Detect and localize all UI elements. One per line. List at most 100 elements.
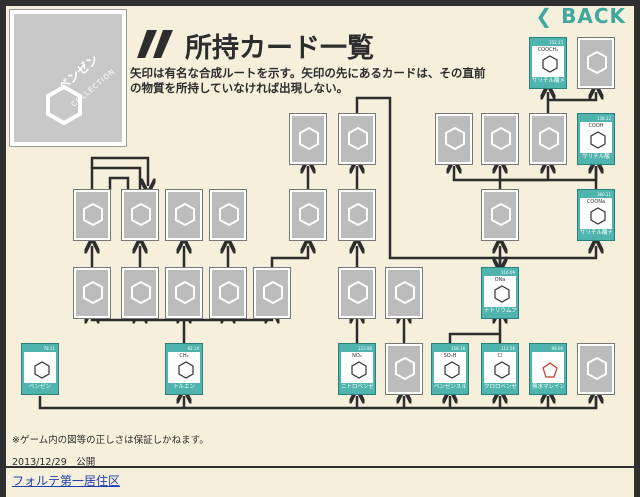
card-number: 152.15 xyxy=(549,40,563,45)
top-border xyxy=(0,0,640,6)
locked-benzene-icon xyxy=(131,280,151,305)
card-sodium-salicylate[interactable]: 160.11 COONa サリチル酸ナトリウム xyxy=(578,190,614,240)
card-methyl-salicylate[interactable]: 152.15 COOCH₃ サリチル酸メチル xyxy=(530,38,566,88)
locked-benzene-icon xyxy=(587,356,607,381)
card-benzenesulfonic[interactable]: 158.18 SO₃H ベンゼンスルホン酸 xyxy=(432,344,468,394)
card-formula: COONa xyxy=(586,199,606,205)
locked-benzene-icon xyxy=(348,202,368,227)
card-number: 123.06 xyxy=(358,346,372,351)
card-header: 78.11 xyxy=(24,346,56,352)
card-number: 138.12 xyxy=(597,116,611,121)
locked-card[interactable] xyxy=(386,268,422,318)
locked-benzene-icon xyxy=(395,280,415,305)
card-salicylic-acid[interactable]: 138.12 COOH サリチル酸 xyxy=(578,114,614,164)
locked-card[interactable] xyxy=(482,114,518,164)
locked-card[interactable] xyxy=(578,38,614,88)
card-formula: ONa xyxy=(494,277,506,283)
locked-card[interactable] xyxy=(166,190,202,240)
locked-card[interactable] xyxy=(339,114,375,164)
card-number: 160.11 xyxy=(597,192,611,197)
card-nitrobenzene[interactable]: 123.06 NO₂ ニトロベンゼン xyxy=(339,344,375,394)
locked-card[interactable] xyxy=(339,190,375,240)
locked-card[interactable] xyxy=(122,190,158,240)
card-name: ニトロベンゼン xyxy=(341,383,373,392)
locked-benzene-icon xyxy=(348,126,368,151)
left-border xyxy=(0,0,6,497)
card-benzene[interactable]: 78.11 ベンゼン xyxy=(22,344,58,394)
locked-benzene-icon xyxy=(395,356,415,381)
card-number: 116.09 xyxy=(501,270,515,275)
locked-benzene-icon xyxy=(348,280,368,305)
card-chlorobenzene[interactable]: 112.56 Cl クロロベンゼン xyxy=(482,344,518,394)
title-stripes-icon xyxy=(137,30,173,58)
disclaimer-note: ※ゲーム内の図等の正しさは保証しかねます。 xyxy=(12,435,209,446)
benzene-logo-icon xyxy=(46,84,82,126)
locked-card[interactable] xyxy=(210,268,246,318)
forte-link[interactable]: フォルテ第一居住区 xyxy=(12,474,121,488)
benzene-ring-icon xyxy=(444,361,460,379)
back-button[interactable]: ❮ BACK xyxy=(535,4,626,28)
locked-benzene-icon xyxy=(445,126,465,151)
locked-card[interactable] xyxy=(290,190,326,240)
locked-card[interactable] xyxy=(578,344,614,394)
locked-benzene-icon xyxy=(587,50,607,75)
locked-card[interactable] xyxy=(436,114,472,164)
right-border xyxy=(634,0,640,497)
card-number: 92.14 xyxy=(187,346,199,351)
benzene-ring-icon xyxy=(178,361,194,379)
card-formula: Cl xyxy=(497,353,503,359)
card-name: サリチル酸メチル xyxy=(532,77,564,86)
card-name: ベンゼンスルホン酸 xyxy=(434,383,466,392)
locked-card[interactable] xyxy=(482,190,518,240)
card-toluene[interactable]: 92.14 CH₃ トルエン xyxy=(166,344,202,394)
locked-card[interactable] xyxy=(254,268,290,318)
footer-divider xyxy=(0,466,640,468)
card-formula: NO₂ xyxy=(352,353,362,359)
card-number: 78.11 xyxy=(43,346,55,351)
card-sodium-phenoxide[interactable]: 116.09 ONa ナトリウムフェノキシド xyxy=(482,268,518,318)
card-header: 92.14 xyxy=(168,346,200,352)
card-formula: COOH xyxy=(588,123,604,129)
benzene-ring-icon xyxy=(542,55,558,73)
locked-benzene-icon xyxy=(219,280,239,305)
locked-benzene-icon xyxy=(131,202,151,227)
card-header: 160.11 xyxy=(580,192,612,198)
locked-card[interactable] xyxy=(210,190,246,240)
locked-benzene-icon xyxy=(539,126,559,151)
locked-card[interactable] xyxy=(386,344,422,394)
benzene-ring-icon xyxy=(590,131,606,149)
benzene-ring-icon xyxy=(494,361,510,379)
locked-benzene-icon xyxy=(175,280,195,305)
locked-benzene-icon xyxy=(83,280,103,305)
locked-card[interactable] xyxy=(74,268,110,318)
card-number: 158.18 xyxy=(451,346,465,351)
locked-card[interactable] xyxy=(290,114,326,164)
locked-card[interactable] xyxy=(166,268,202,318)
card-name: トルエン xyxy=(168,383,200,392)
card-name: ベンゼン xyxy=(24,383,56,392)
back-label: BACK xyxy=(561,4,626,28)
card-name: ナトリウムフェノキシド xyxy=(484,307,516,316)
card-formula: COOCH₃ xyxy=(537,47,559,53)
card-name: クロロベンゼン xyxy=(484,383,516,392)
locked-card[interactable] xyxy=(339,268,375,318)
locked-benzene-icon xyxy=(175,202,195,227)
card-name: 無水マレイン酸 xyxy=(532,383,564,392)
card-header: 138.12 xyxy=(580,116,612,122)
locked-benzene-icon xyxy=(299,126,319,151)
card-header: 152.15 xyxy=(532,40,564,46)
locked-benzene-icon xyxy=(263,280,283,305)
locked-benzene-icon xyxy=(491,202,511,227)
locked-card[interactable] xyxy=(122,268,158,318)
card-header: 112.56 xyxy=(484,346,516,352)
locked-benzene-icon xyxy=(491,126,511,151)
locked-benzene-icon xyxy=(83,202,103,227)
locked-card[interactable] xyxy=(530,114,566,164)
locked-card[interactable] xyxy=(74,190,110,240)
card-formula: CH₃ xyxy=(179,353,189,359)
benzene-ring-icon xyxy=(494,285,510,303)
page-title: 所持カード一覧 xyxy=(185,33,374,64)
pentagon-ring-icon xyxy=(542,362,558,378)
benzene-ring-icon xyxy=(34,361,50,379)
card-maleic-anhydride[interactable]: 98.06 無水マレイン酸 xyxy=(530,344,566,394)
